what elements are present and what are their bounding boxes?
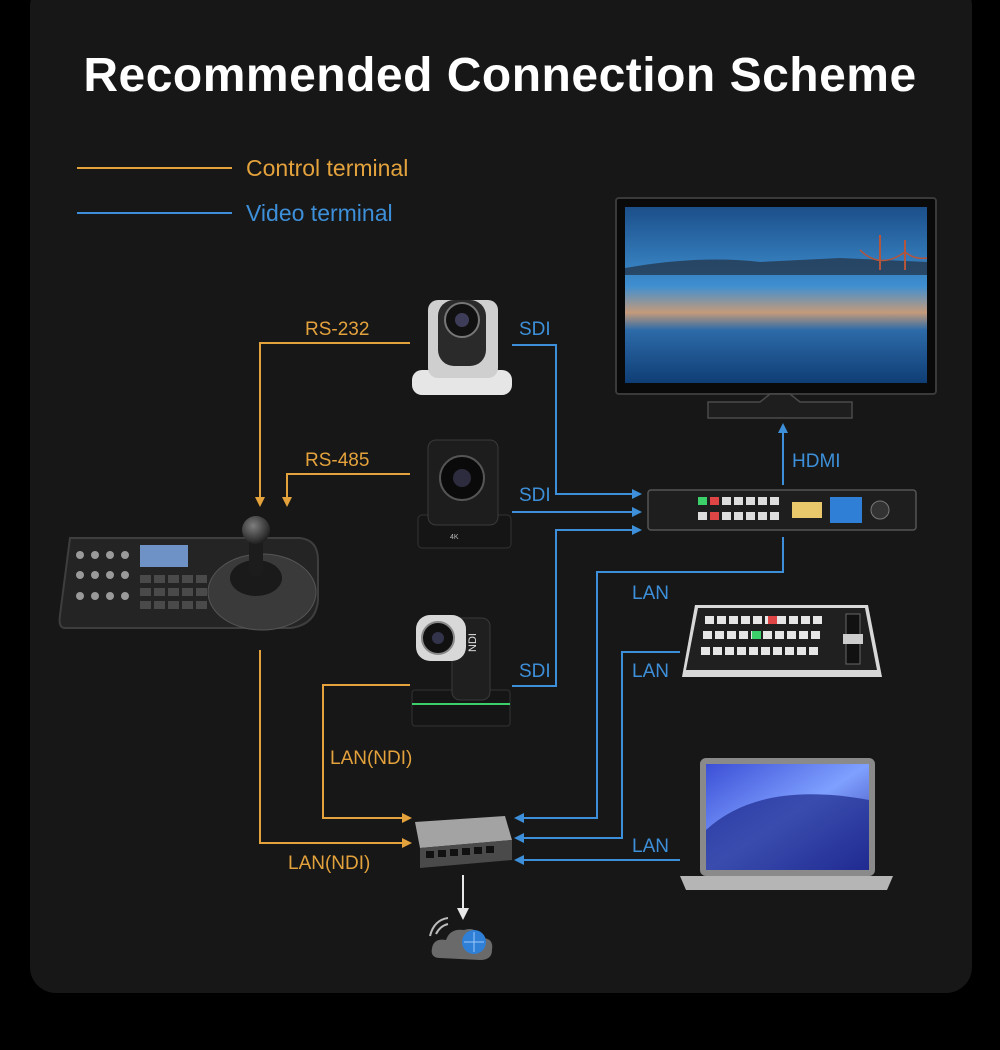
video-switcher-rack [647,489,917,531]
keyboard-lan-ndi-label: LAN(NDI) [288,853,371,874]
video-switcher-panel [682,605,882,677]
sdi2-label: SDI [519,485,551,506]
ndi-brand-text: NDI [467,633,479,652]
sdi3-line [512,525,642,687]
sdi1-label: SDI [519,319,551,340]
rs485-label: RS-485 [305,450,370,471]
sdi1-line [512,344,642,499]
camera-lan-line [322,684,412,823]
laptop [680,758,893,890]
camera-lan-ndi-label: LAN(NDI) [330,748,413,769]
svg-text:4K: 4K [450,534,459,541]
internet-cloud-icon [429,917,493,960]
lan2-line [514,651,680,843]
network-switch [415,816,512,868]
lan1-label: LAN [632,583,669,604]
rs232-label: RS-232 [305,319,370,340]
sdi3-label: SDI [519,661,551,682]
keyboard-lan-line [259,650,412,848]
rs232-line [255,342,410,507]
rs485-line [282,473,410,507]
legend-video-label: Video terminal [246,200,393,226]
control-lines [255,342,412,848]
legend-control-label: Control terminal [246,155,409,181]
lan2-label: LAN [632,661,669,682]
lan1-line [514,537,784,823]
video-lines [512,344,788,865]
ptz-keyboard-controller [58,516,319,631]
page-title: Recommended Connection Scheme [83,49,917,102]
ptz-camera-white [412,300,512,395]
ptz-camera-black: 4K [417,439,512,549]
ptz-camera-ndi: NDI [411,615,511,727]
hdmi-label: HDMI [792,451,841,472]
tv-monitor [615,197,937,419]
lan3-label: LAN [632,836,669,857]
